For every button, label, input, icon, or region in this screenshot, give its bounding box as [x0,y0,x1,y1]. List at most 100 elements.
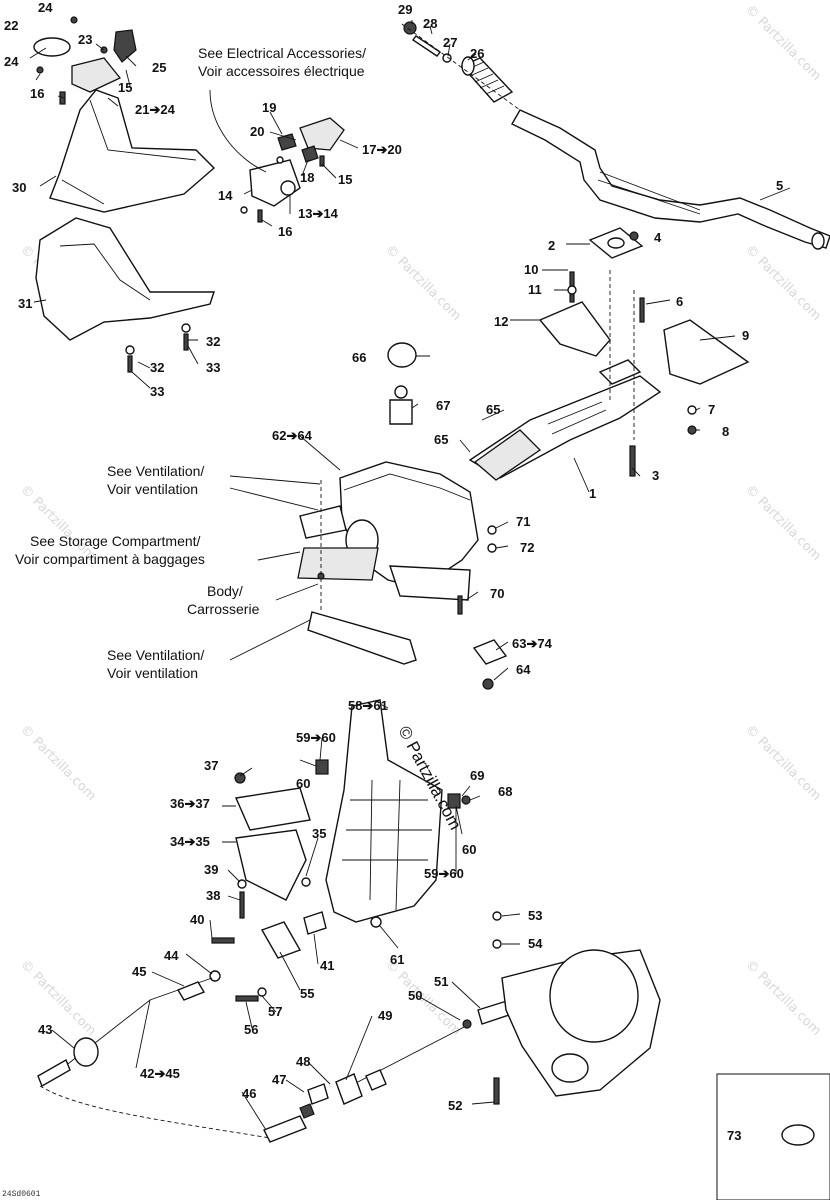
washer-35 [301,877,311,887]
callout: 63➔74 [512,636,553,651]
clamp-36 [234,787,311,831]
callout: 64 [516,662,531,677]
callout: 66 [352,350,366,365]
callout: 33 [206,360,220,375]
callout: 44 [164,948,179,963]
reference-notes: See Electrical Accessories/ Voir accesso… [15,45,366,681]
steering-plate [325,699,443,923]
callout: 47 [272,1072,286,1087]
nut-8 [687,425,697,435]
callout: 28 [423,16,437,31]
callout: 15 [118,80,132,95]
callout: 27 [443,35,457,50]
callout: 42➔45 [140,1066,180,1081]
switch-18 [301,145,319,163]
callout: 31 [18,296,32,311]
callout: 6 [676,294,683,309]
note-body-2: Carrosserie [187,601,260,617]
nut-37 [234,772,246,784]
callout: 14 [218,188,233,203]
fastener-16 [59,91,66,105]
clamp-73 [781,1124,815,1146]
clip-20 [276,156,284,164]
callout: 58➔61 [348,698,388,713]
callout: 59➔60 [296,730,336,745]
bumper-66 [387,342,417,368]
callout: 4 [654,230,662,245]
cap-end [403,21,417,35]
washer-32 [181,323,191,333]
callout: 37 [204,758,218,773]
callout: 5 [776,178,783,193]
diagram-code: 24Sd0601 [2,1190,41,1199]
bolt-56 [235,995,259,1002]
callout: 65 [486,402,500,417]
callout: 11 [528,282,542,297]
watermark: © Partzilla.com [742,722,824,804]
callout: 38 [206,888,220,903]
bracket-9 [663,319,750,385]
callout: 49 [378,1008,392,1023]
callout: 72 [520,540,534,555]
screw-16 [257,209,263,223]
washer-54 [492,939,502,949]
stud-70 [457,595,463,615]
note-storage-1: See Storage Compartment/ [30,533,201,549]
watermark: © Partzilla.com [382,957,464,1039]
bracket-34 [235,829,307,901]
jet-nozzle [501,949,661,1097]
callout: 22 [4,18,18,33]
bolt-52 [493,1077,500,1105]
callout: 36➔37 [170,796,210,811]
washer-72 [487,543,497,553]
callout: 10 [524,262,538,277]
clip-59 [315,759,329,775]
screw-33b [127,355,133,373]
shroud-12 [538,301,611,357]
callout: 62➔64 [272,428,313,443]
callout: 24 [4,54,19,69]
note-ventilation-b2: Voir ventilation [107,665,198,681]
leader-lines [29,20,791,1131]
callout: 16 [278,224,292,239]
cap-22 [33,37,71,57]
washer-11 [567,285,577,295]
link-41 [303,911,327,935]
bolt-3 [629,445,636,477]
steering-column [468,359,662,481]
clip-59b [447,793,461,809]
callout: 19 [262,100,276,115]
cable-49 [299,1023,471,1119]
callout: 45 [132,964,146,979]
callout: 56 [244,1022,258,1037]
watermark: © Partzilla.com [742,2,824,84]
callout: 71 [516,514,530,529]
callout: 2 [548,238,555,253]
washer-32b [125,345,135,355]
callout: 13➔14 [298,206,339,221]
switch-19 [277,133,297,151]
callout: 70 [490,586,504,601]
nut-4 [629,231,639,241]
note-storage-2: Voir compartiment à baggages [15,551,205,567]
washer-44 [209,970,221,982]
callout: 51 [434,974,448,989]
grip [460,56,514,103]
switch-17 [299,117,345,151]
washer-71 [487,525,497,535]
callout: 39 [204,862,218,877]
callout: 60 [462,842,476,857]
watermark: © Partzilla.com [742,242,824,324]
screw-28 [411,35,442,57]
callout: 54 [528,936,543,951]
callout: 3 [652,468,659,483]
callout: 32 [150,360,164,375]
callout: 34➔35 [170,834,210,849]
callout: 17➔20 [362,142,402,157]
callout: 25 [152,60,166,75]
callout: 16 [30,86,44,101]
washer-7 [687,405,697,415]
screw-15 [319,155,325,167]
callout: 33 [150,384,164,399]
